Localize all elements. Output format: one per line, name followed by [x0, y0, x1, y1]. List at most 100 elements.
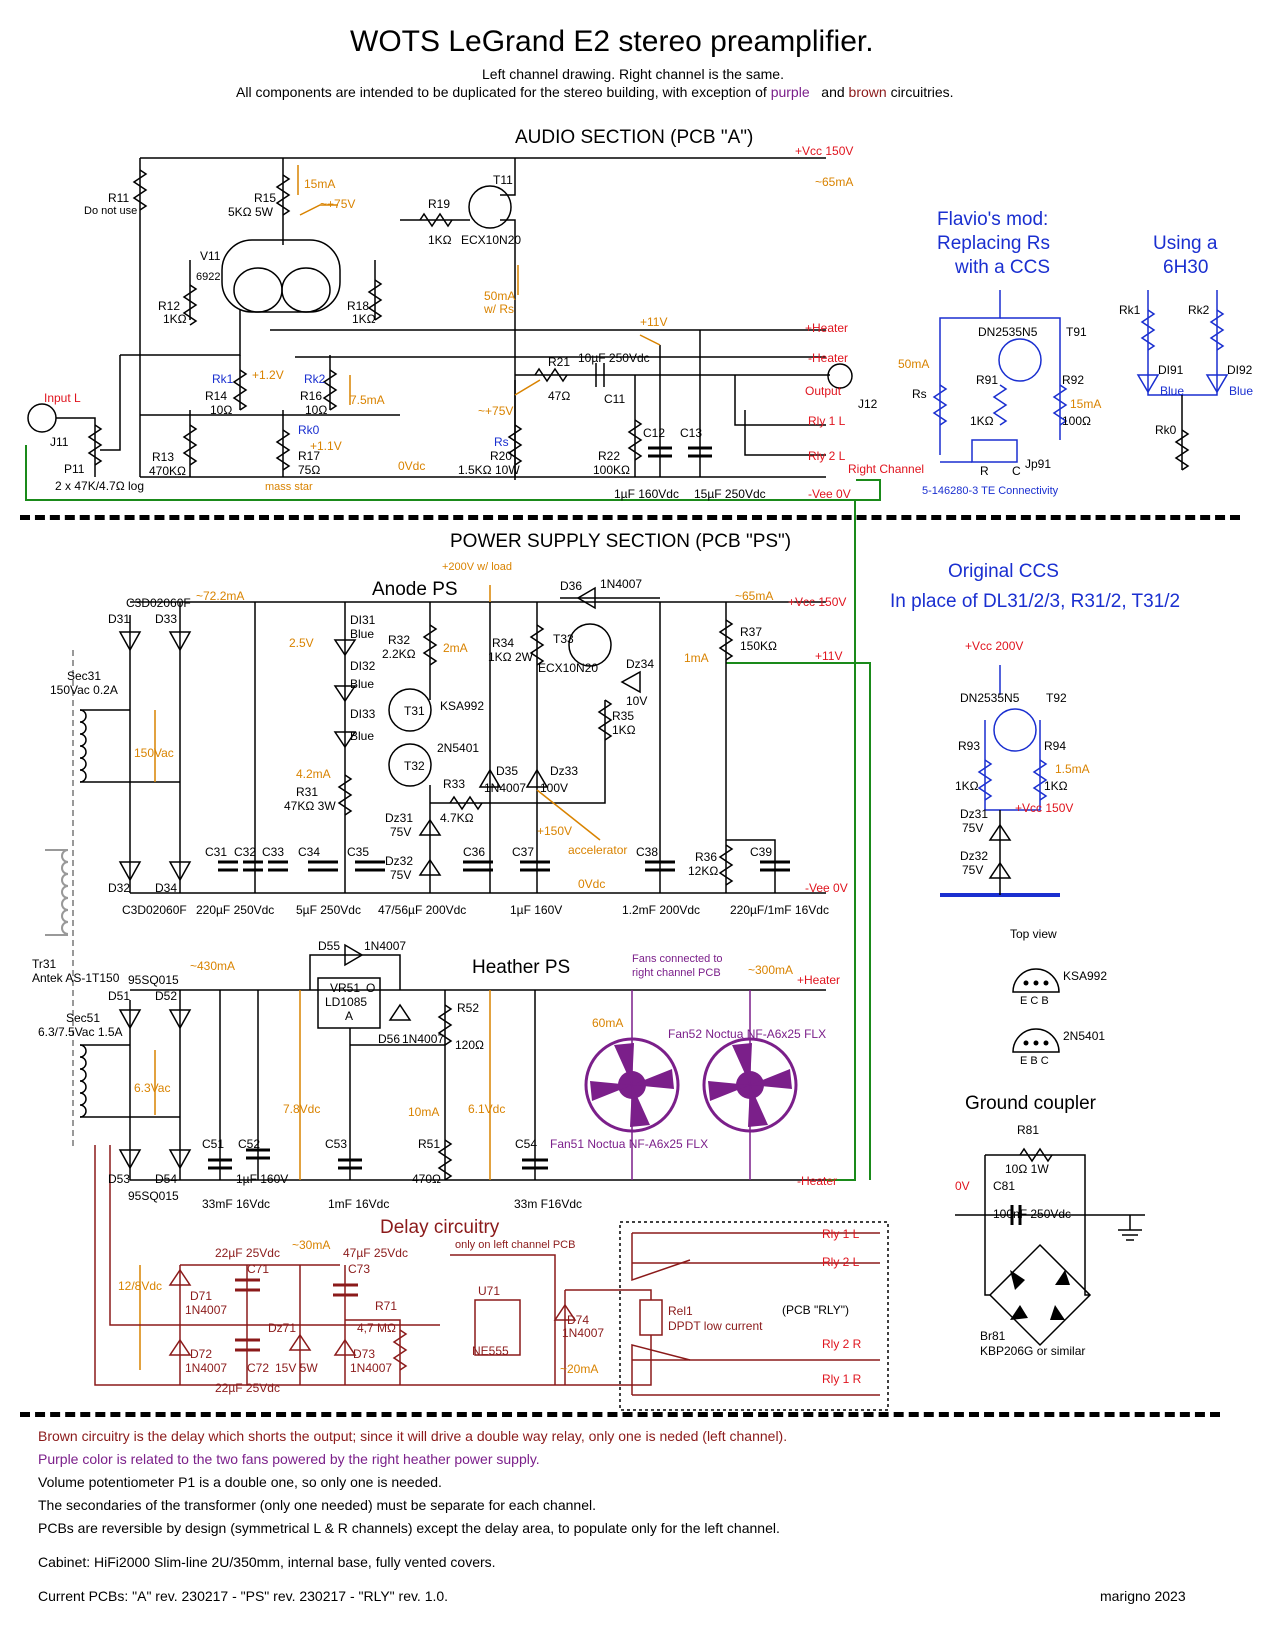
t32-transistor [388, 743, 432, 787]
topview-ksa-pins: E C B [1020, 995, 1049, 1007]
ccs-dz31-value: 75V [962, 821, 984, 835]
r37-value: 150KΩ [740, 639, 777, 653]
tr31-primary [61, 849, 69, 935]
d73-label: D73 [353, 1347, 376, 1361]
flavio-rs-resistor [932, 384, 948, 426]
flavio-15ma: 15mA [1070, 397, 1102, 411]
coupler-0v: 0V [955, 1179, 970, 1193]
jp91-connector [971, 439, 1018, 463]
r35-label: R35 [612, 709, 635, 723]
d35-value: 1N4007 [484, 781, 527, 795]
ccs-dn2535: DN2535N5 [960, 691, 1020, 705]
d35-label: D35 [496, 764, 519, 778]
d74-value: 1N4007 [562, 1326, 605, 1340]
v11-tube [221, 239, 341, 313]
vr51-o-pin: O [366, 981, 376, 995]
r19-value: 1KΩ [428, 233, 452, 247]
c72-label: C72 [247, 1361, 270, 1375]
flavio-connector-note: 5-146280-3 TE Connectivity [922, 485, 1059, 497]
cap-33mf-label: 33mF 16Vdc [202, 1197, 271, 1211]
r37-label: R37 [740, 625, 763, 639]
p11-wiper-wire [100, 355, 121, 451]
d56-diode [388, 1003, 412, 1021]
rs-label: Rs [494, 435, 509, 449]
h630-title-2: 6H30 [1163, 257, 1209, 278]
d35-diode [478, 768, 502, 788]
sec51-coil [79, 1044, 87, 1118]
di92-label: DI92 [1227, 363, 1253, 377]
topview-title: Top view [1010, 927, 1057, 941]
r22-value: 100KΩ [593, 463, 630, 477]
d36-label: D36 [560, 579, 583, 593]
rk0-label: Rk0 [298, 423, 320, 437]
green-11v-wire [726, 662, 871, 1180]
flavio-title-3: with a CCS [955, 257, 1051, 278]
c11-value: 10µF 250Vdc [578, 351, 650, 365]
rel1-value: DPDT low current [668, 1319, 763, 1333]
audio-rly1l: Rly 1 L [808, 414, 846, 428]
sec31-label: Sec31 [67, 669, 102, 683]
r16-value: 10Ω [305, 403, 328, 417]
c13-value: 15µF 250Vdc [694, 487, 766, 501]
author-credit: marigno 2023 [1100, 1588, 1186, 1604]
current-50ma-note: w/ Rs [484, 302, 514, 316]
t92-label: T92 [1046, 691, 1067, 705]
audio-heater-plus: +Heater [805, 321, 849, 335]
r93-value: 1KΩ [955, 779, 979, 793]
br81-bridge [988, 1243, 1092, 1347]
audio-heater-minus: -Heater [808, 351, 849, 365]
audio-vcc-label: +Vcc 150V [795, 144, 854, 158]
r15-current: 15mA [304, 177, 336, 191]
c3d-top-label: C3D02060F [126, 596, 191, 610]
dz32-label: Dz32 [385, 854, 414, 868]
r13-label: R13 [152, 450, 175, 464]
r33-label: R33 [443, 777, 466, 791]
ccs-dz31 [988, 823, 1012, 841]
fan51-label: Fan51 Noctua NF-A6x25 FLX [550, 1137, 709, 1151]
t91-mosfet [998, 338, 1042, 382]
sq015-bottom-label: 95SQ015 [128, 1189, 179, 1203]
r51-label: R51 [418, 1137, 441, 1151]
c53-label: C53 [325, 1137, 348, 1151]
t31-transistor [388, 688, 432, 732]
dz34-zener [620, 670, 641, 694]
rel1-label: Rel1 [668, 1304, 693, 1318]
d53-label: D53 [108, 1172, 131, 1186]
c52-value: 1µF 160V [236, 1172, 289, 1186]
delay-subtitle: only on left channel PCB [455, 1239, 576, 1251]
r18-label: R18 [347, 299, 370, 313]
r52-value: 120Ω [455, 1038, 484, 1052]
section-divider-1 [20, 515, 1240, 520]
heater-minus-label: -Heater [797, 1174, 838, 1188]
h630-rk2: Rk2 [1188, 303, 1210, 317]
rel-contact-2 [631, 1344, 691, 1395]
rly-wire-2 [744, 410, 826, 456]
p11-pot [87, 424, 103, 466]
t91-wire [1000, 317, 1061, 440]
sq015-top-label: 95SQ015 [128, 973, 179, 987]
v11-value: 6922 [196, 271, 221, 283]
audio-section-title: AUDIO SECTION (PCB "A") [515, 127, 754, 148]
r71-label: R71 [375, 1299, 398, 1313]
di32-color: Blue [350, 677, 375, 691]
r15-label: R15 [254, 191, 277, 205]
rk1-resistor [232, 369, 248, 411]
h630-title-1: Using a [1153, 233, 1218, 254]
jp91-label: Jp91 [1025, 457, 1052, 471]
c36-label: C36 [463, 845, 486, 859]
rly-pcb-frame [619, 1221, 889, 1411]
di91-color: Blue [1160, 384, 1185, 398]
ma300-label: ~300mA [748, 963, 794, 977]
note-5: PCBs are reversible by design (symmetric… [38, 1520, 780, 1536]
current-7-5ma: 7.5mA [350, 393, 385, 407]
r81-resistor [1019, 1147, 1053, 1163]
tr31-label: Tr31 [32, 957, 57, 971]
fan52-icon [702, 1037, 798, 1133]
j12-jack [827, 363, 853, 389]
note-1: Brown circuitry is the delay which short… [38, 1428, 788, 1444]
heater-plus-label: +Heater [797, 973, 841, 987]
dz31-value: 75V [390, 825, 412, 839]
rly-pcb-label: (PCB "RLY") [782, 1303, 849, 1317]
r32-label: R32 [388, 633, 411, 647]
